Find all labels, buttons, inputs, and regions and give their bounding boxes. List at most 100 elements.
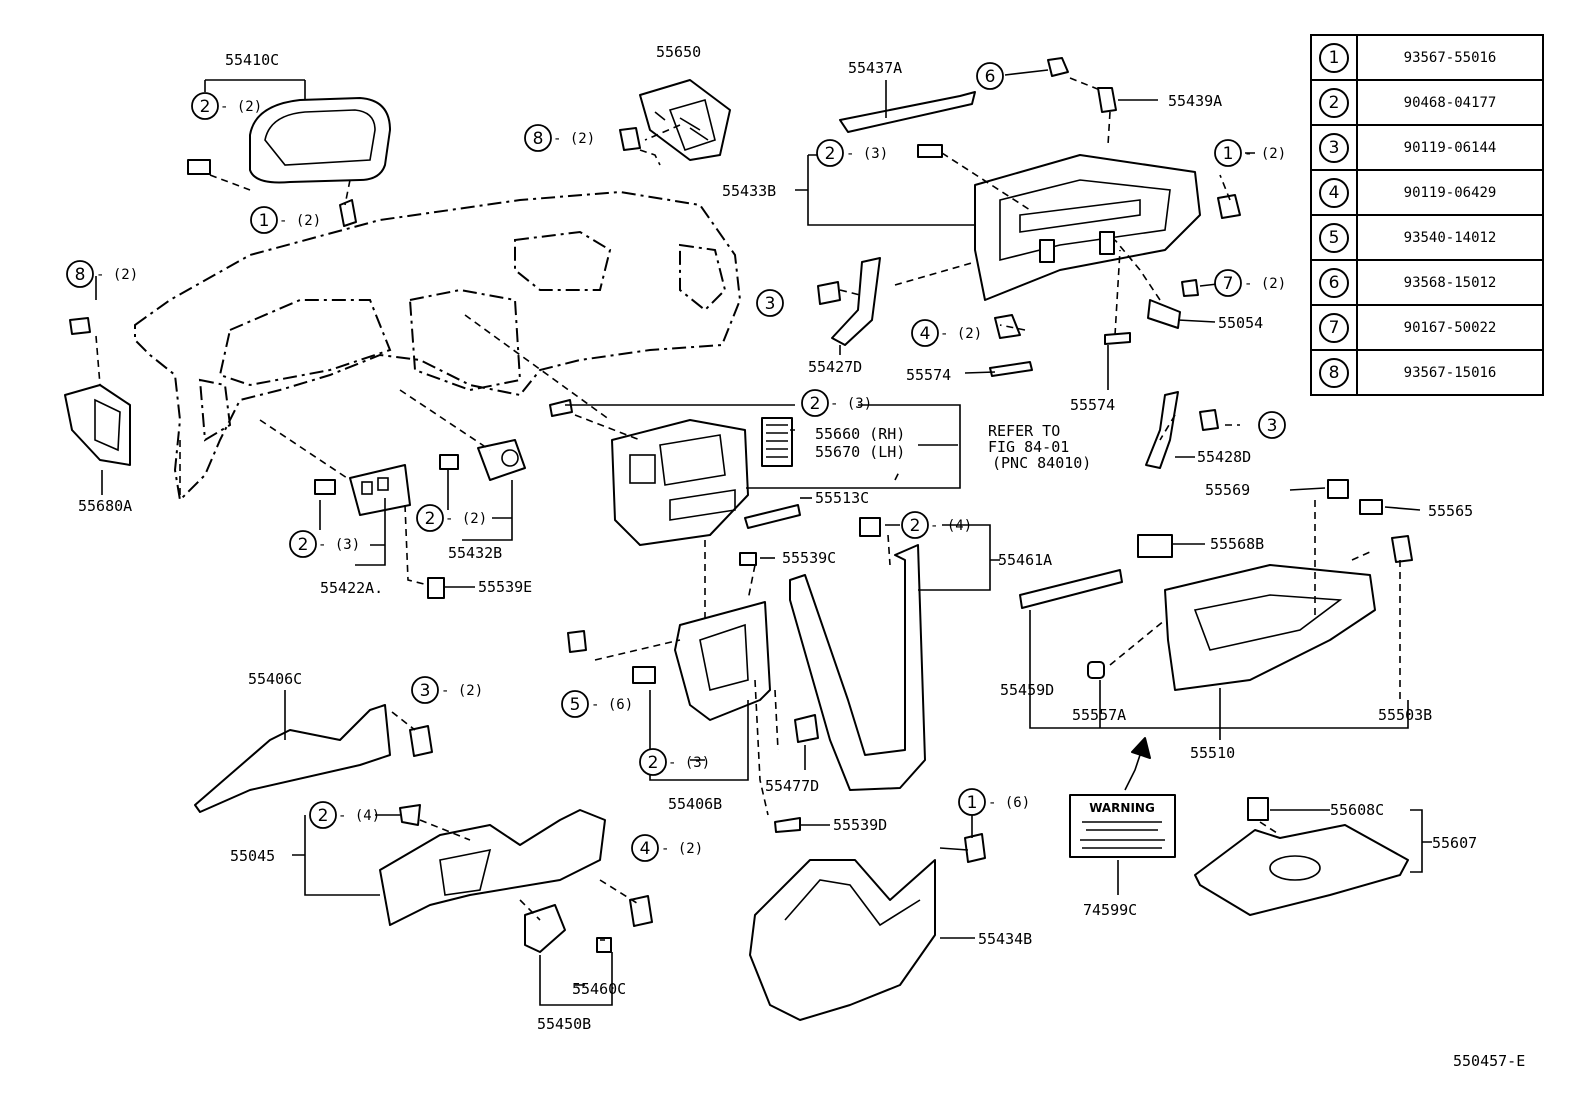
part-switch-55432B (439, 439, 526, 481)
label-55434B: 55434B (978, 930, 1032, 948)
svg-text:- (2): - (2) (1244, 146, 1286, 162)
label-55410C: 55410C (225, 51, 279, 69)
label-55427D: 55427D (808, 358, 862, 376)
svg-text:8: 8 (75, 265, 86, 285)
callout-3: 3- (2) (411, 676, 483, 704)
label-55670: 55670 (LH) (815, 443, 905, 461)
svg-text:- (3): - (3) (846, 146, 888, 162)
svg-text:- (6): - (6) (591, 697, 633, 713)
label-55510: 55510 (1190, 744, 1235, 762)
label-55450B: 55450B (537, 1015, 591, 1033)
label-55557A: 55557A (1072, 706, 1126, 724)
label-55574: 55574 (1070, 396, 1115, 414)
label-55565: 55565 (1428, 502, 1473, 520)
svg-text:- (2): - (2) (96, 267, 138, 283)
legend-key: 6 (1319, 267, 1349, 298)
svg-text:- (3): - (3) (830, 396, 872, 412)
svg-text:- (4): - (4) (930, 518, 972, 534)
callout-4: 4 - (2) (631, 834, 703, 862)
svg-text:- (3): - (3) (318, 537, 360, 553)
svg-text:5: 5 (570, 695, 581, 715)
refer-note: FIG 84-01 (988, 438, 1069, 456)
callout-6: 6 (976, 62, 1004, 90)
callout-7: 7- (2) (1214, 269, 1286, 297)
part-bezel-55406B (674, 601, 771, 721)
legend-key: 3 (1319, 132, 1349, 163)
svg-text:4: 4 (640, 839, 651, 859)
legend-key: 4 (1319, 177, 1349, 208)
label-55460C: 55460C (572, 980, 626, 998)
label-74599C: 74599C (1083, 901, 1137, 919)
callout-2: 2- (3) (639, 748, 710, 776)
svg-text:- (3): - (3) (668, 755, 710, 771)
svg-text:2: 2 (425, 509, 436, 529)
callout-2: 2 - (3) (816, 139, 888, 167)
svg-text:2: 2 (825, 144, 836, 164)
callout-4: 4 - (2) (911, 319, 982, 347)
label-55439A: 55439A (1168, 92, 1222, 110)
label-55503B: 55503B (1378, 706, 1432, 724)
svg-text:- (6): - (6) (988, 795, 1030, 811)
legend-key: 2 (1319, 87, 1349, 118)
part-glovebox-55510 (1019, 479, 1383, 691)
svg-text:7: 7 (1223, 274, 1234, 294)
label-55422A: 55422A. (320, 579, 383, 597)
part-glovebox-upper-55433B (974, 154, 1201, 301)
label-55660: 55660 (RH) (815, 425, 905, 443)
label-55477D: 55477D (765, 777, 819, 795)
svg-text:3: 3 (1267, 416, 1278, 436)
part-meter-hood-55410C (187, 97, 391, 184)
label-55513C: 55513C (815, 489, 869, 507)
svg-text:4: 4 (920, 324, 931, 344)
label-55461A: 55461A (998, 551, 1052, 569)
part-warning-plate-74599C: WARNING (1069, 737, 1176, 858)
refer-note: REFER TO (988, 422, 1060, 440)
part-labels: 55410C 55650 55437A 55439A 55433B 55680A… (78, 43, 1477, 1033)
label-55568B: 55568B (1210, 535, 1264, 553)
svg-text:2: 2 (298, 535, 309, 555)
callout-2: 2- (4) (309, 801, 380, 829)
warning-label: WARNING (1089, 801, 1155, 815)
callout-1: 1- (2) (1214, 139, 1286, 167)
figure-code: 550457-E (1453, 1052, 1526, 1070)
svg-text:2: 2 (318, 806, 329, 826)
part-trim-55513C (744, 504, 801, 529)
part-vent-55650 (639, 79, 731, 161)
label-55428D: 55428D (1197, 448, 1251, 466)
part-center-cluster-55660 (611, 417, 793, 546)
refer-note: (PNC 84010) (992, 454, 1091, 472)
label-55574: 55574 (906, 366, 951, 384)
legend-part-number: 90468-04177 (1356, 79, 1544, 126)
callout-2: 2 - (2) (416, 504, 487, 532)
label-55459D: 55459D (1000, 681, 1054, 699)
label-55432B: 55432B (448, 544, 502, 562)
svg-text:- (2): - (2) (940, 326, 982, 342)
svg-text:2: 2 (200, 97, 211, 117)
callout-2: 2 - (3) (289, 530, 360, 558)
label-55607: 55607 (1432, 834, 1477, 852)
part-vent-left-55680A (64, 384, 131, 466)
callouts: 2- (2) 1- (2) 8- (2) 8- (2) 6 2- (3) 1- … (66, 62, 1286, 862)
part-pad-55422A (314, 464, 445, 599)
callout-3: 3 (1258, 411, 1286, 439)
label-55539D: 55539D (833, 816, 887, 834)
label-55045: 55045 (230, 847, 275, 865)
label-55569: 55569 (1205, 481, 1250, 499)
svg-text:3: 3 (420, 681, 431, 701)
svg-text:- (2): - (2) (445, 511, 487, 527)
label-55437A: 55437A (848, 59, 902, 77)
part-lower-cover-55045 (379, 809, 606, 926)
legend-part-number: 90167-50022 (1356, 304, 1544, 351)
legend-key: 5 (1319, 222, 1349, 253)
svg-text:2: 2 (910, 516, 921, 536)
legend-part-number: 90119-06144 (1356, 124, 1544, 171)
callout-2: 2 - (4) (901, 511, 972, 539)
svg-text:6: 6 (985, 67, 996, 87)
svg-text:- (2): - (2) (661, 841, 703, 857)
